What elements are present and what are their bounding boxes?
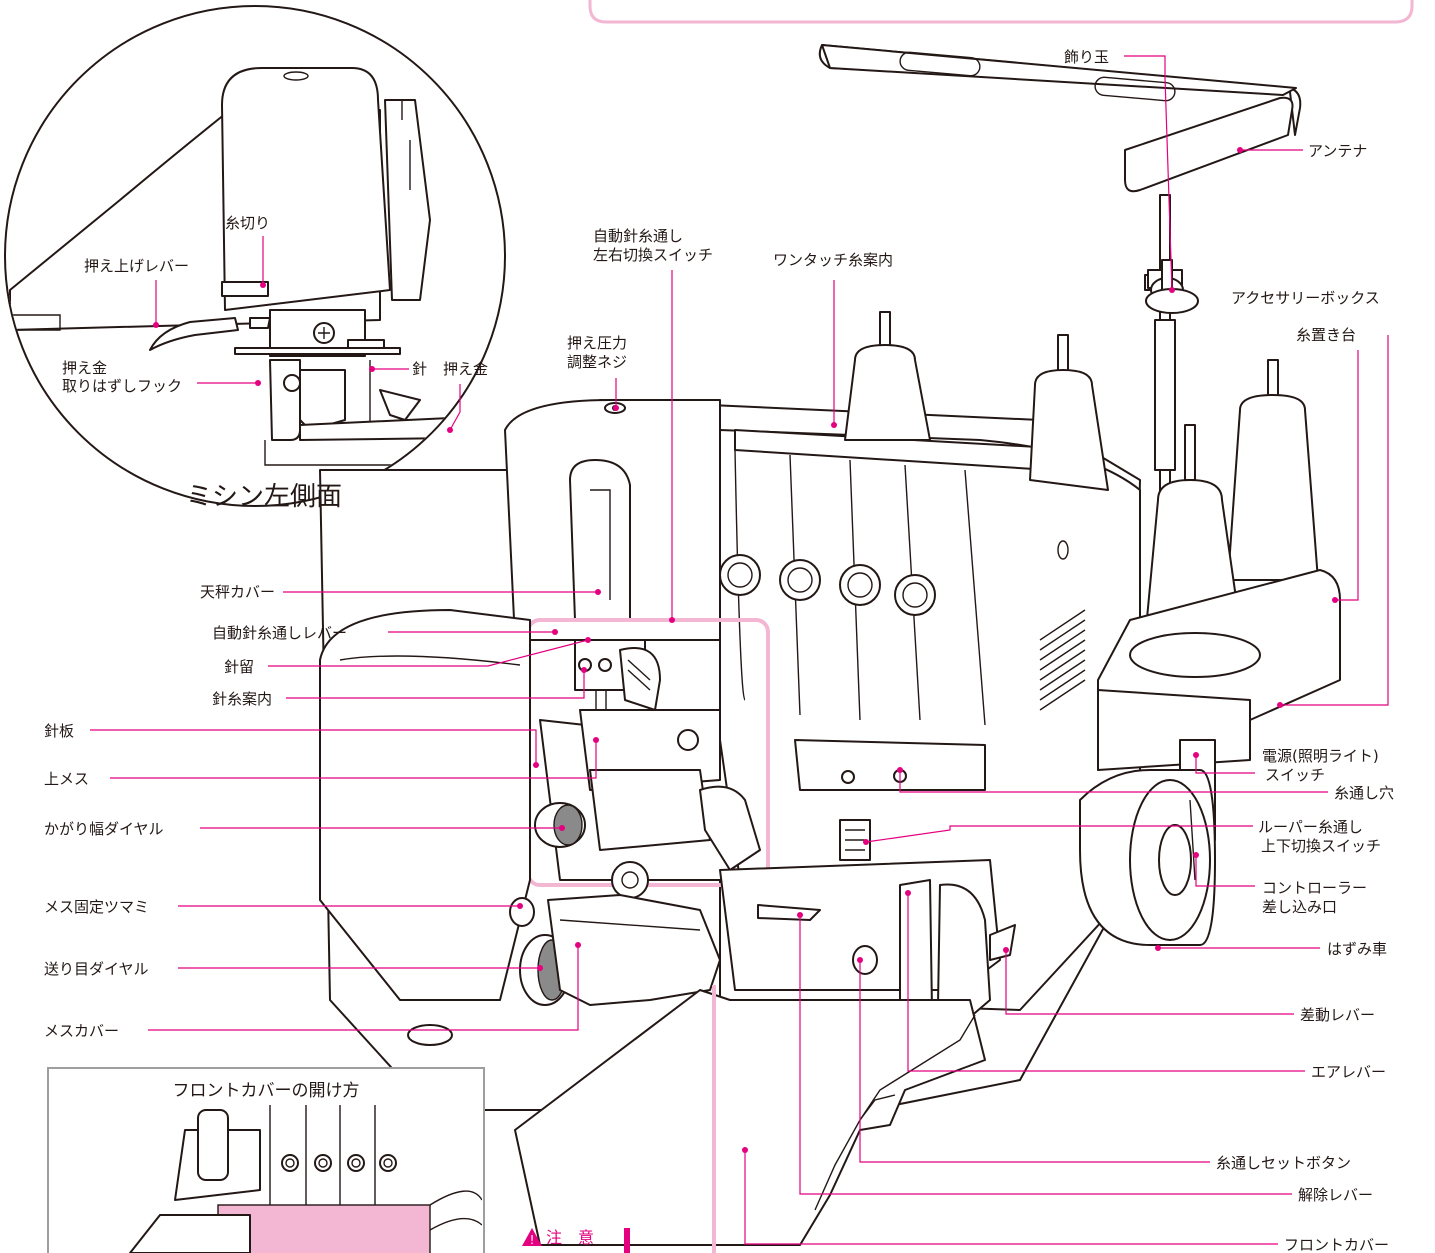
label-kaijo: 解除レバー [1298, 1186, 1373, 1204]
label-osaegane: 押え金 [443, 360, 488, 378]
label-front-cover: フロントカバー [1284, 1236, 1389, 1253]
label-onetouch: ワンタッチ糸案内 [773, 251, 893, 269]
label-jidou-switch-1: 自動針糸通し [593, 227, 683, 245]
label-osaeage: 押え上げレバー [84, 257, 189, 275]
caution-label: 注 意 [546, 1228, 594, 1247]
label-accessory: アクセサリーボックス [1231, 289, 1380, 307]
warning-icon [522, 1228, 542, 1246]
label-controller-2: 差し込み口 [1262, 898, 1337, 916]
serger-machine [319, 44, 1341, 1253]
leader-dots [153, 147, 1338, 1153]
label-hariito: 針糸案内 [212, 690, 272, 708]
label-jidou-switch-2: 左右切換スイッチ [593, 246, 713, 264]
leader-lines [90, 55, 1389, 1245]
front-cover-panel [514, 989, 986, 1246]
label-hook-2: 取りはずしフック [62, 377, 182, 395]
label-haridome: 針留 [224, 658, 254, 676]
needle-assembly [511, 639, 761, 899]
label-itooki: 糸置き台 [1296, 326, 1356, 344]
top-frame [588, 0, 1414, 24]
label-set-button: 糸通しセットボタン [1216, 1154, 1351, 1172]
label-looper-1: ルーパー糸通し [1258, 818, 1363, 836]
label-mesu-kotei: メス固定ツマミ [44, 898, 149, 916]
label-hook-1: 押え金 [62, 359, 107, 377]
inset-title: フロントカバーの開け方 [173, 1081, 360, 1101]
label-tenbin: 天秤カバー [200, 583, 275, 601]
label-sadou: 差動レバー [1300, 1006, 1375, 1024]
caution-heading: ! 注 意 [522, 1228, 630, 1253]
label-kagari: かがり幅ダイヤル [44, 820, 164, 838]
label-hariita: 針板 [44, 722, 74, 740]
side-view-circle [4, 5, 506, 556]
label-itotoshi-ana: 糸通し穴 [1334, 784, 1394, 802]
handwheel [1079, 769, 1216, 946]
label-looper-2: 上下切換スイッチ [1261, 837, 1381, 855]
tension-dials [719, 554, 936, 616]
label-jidou-lever: 自動針糸通しレバー [212, 624, 347, 642]
label-power-2: スイッチ [1265, 766, 1325, 784]
labels: 飾り玉 アンテナ 自動針糸通し 左右切換スイッチ ワンタッチ糸案内 アクセサリー… [44, 48, 1394, 1253]
label-kazaridama: 飾り玉 [1064, 48, 1109, 66]
label-power-1: 電源(照明ライト) [1262, 747, 1379, 765]
label-hari: 針 [412, 360, 427, 378]
label-osaeatsu-2: 調整ネジ [567, 353, 627, 371]
label-controller-1: コントローラー [1262, 879, 1367, 897]
svg-text:!: ! [530, 1233, 535, 1247]
label-okurime: 送り目ダイヤル [44, 960, 149, 978]
label-mesu-cover: メスカバー [44, 1022, 119, 1040]
label-itokiri: 糸切り [225, 214, 270, 232]
label-air: エアレバー [1311, 1063, 1386, 1081]
label-side-title: ミシン左側面 [186, 482, 342, 512]
label-uemesu: 上メス [44, 770, 89, 788]
label-antenna: アンテナ [1308, 142, 1367, 160]
label-osaeatsu-1: 押え圧力 [567, 334, 627, 352]
label-hazumi: はずみ車 [1327, 940, 1387, 958]
vent [1039, 609, 1086, 711]
inset-front-cover-howto: フロントカバーの開け方 [47, 1067, 485, 1253]
